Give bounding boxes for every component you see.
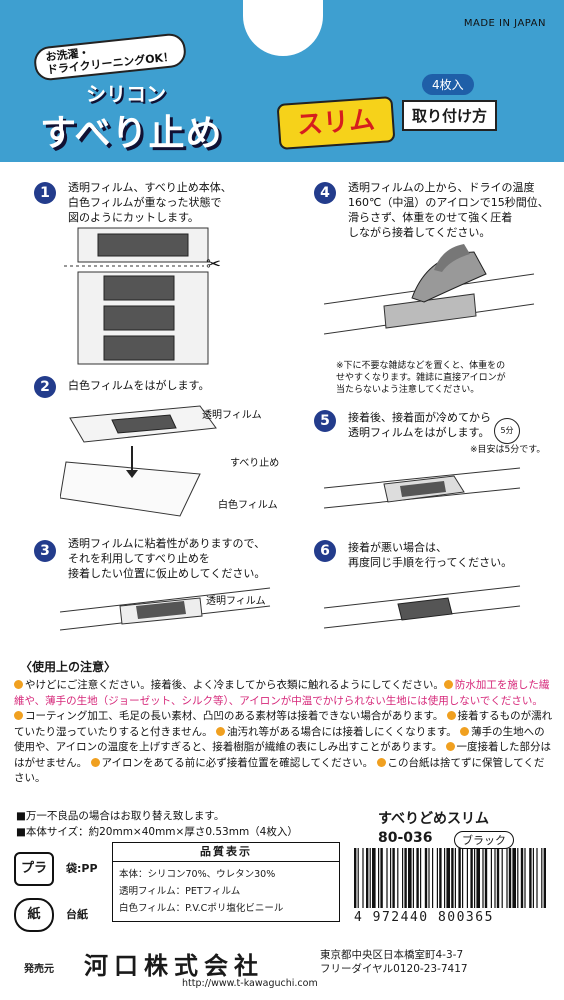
scissors-icon: ✂ bbox=[206, 254, 222, 275]
company-name: 河口株式会社 bbox=[84, 952, 264, 980]
size-note: ■本体サイズ：約20mm×40mm×厚さ0.53mm（4枚入） bbox=[16, 826, 298, 838]
step-2-text: 白色フィルムをはがします。 bbox=[68, 379, 210, 392]
bullet-icon bbox=[216, 726, 226, 736]
company-url[interactable]: http://www.t-kawaguchi.com bbox=[182, 978, 318, 989]
bullet-icon bbox=[14, 711, 23, 720]
note-1-warning: 防水加工を施した繊維や、薄手の生地（ジョーゼット、シルク等）、アイロンが中温でか… bbox=[14, 679, 550, 707]
note-8: この台紙は捨てずに保管してください。 bbox=[14, 756, 545, 785]
note-2: コーティング加工、毛足の長い素材、凸凹のある素材等は接着できない場合があります。 bbox=[25, 710, 444, 722]
step-3-number: 3 bbox=[34, 540, 56, 562]
barcode-image bbox=[354, 848, 546, 908]
step-2-label-pad: すべり止め bbox=[230, 458, 280, 469]
step-6-text: 接着が悪い場合は、 再度同じ手順を行ってください。 bbox=[348, 541, 513, 569]
product-name: すべりどめスリム bbox=[378, 811, 490, 827]
company-address: 東京都中央区日本橋室町4-3-7 フリーダイヤル0120-23-7417 bbox=[320, 949, 468, 975]
step-1-illustration bbox=[64, 227, 209, 365]
color-badge: ブラック bbox=[454, 831, 514, 849]
slim-badge: スリム bbox=[276, 96, 396, 150]
step-5-note: ※目安は5分です。 bbox=[470, 445, 546, 455]
step-1-text: 透明フィルム、すべり止め本体、 白色フィルムが重なった状態で 図のようにカットし… bbox=[68, 181, 232, 224]
step-2-illustration bbox=[60, 405, 217, 517]
timer-icon: 5分 bbox=[494, 418, 520, 444]
note-4: 油汚れ等がある場合には接着しにくくなります。 bbox=[227, 725, 457, 738]
note-7: アイロンをあてる前に必ず接着位置を確認してください。 bbox=[101, 756, 374, 769]
made-in-label: MADE IN JAPAN bbox=[463, 18, 546, 29]
note-5: 薄手の生地への使用や、アイロンの温度を上げすぎると、接着樹脂が繊維の表にしみ出す… bbox=[14, 725, 545, 754]
iron-icon bbox=[324, 244, 535, 335]
hang-hole bbox=[243, 0, 323, 56]
barcode-number: 4 972440 800365 bbox=[352, 910, 496, 925]
bullet-icon bbox=[445, 742, 455, 751]
step-5-text: 接着後、接着面が冷めてから 透明フィルムをはがします。 bbox=[348, 411, 491, 439]
bullet-icon bbox=[14, 680, 23, 689]
step-6-number: 6 bbox=[314, 540, 336, 562]
note-6: 一度接着した部分ははがせません。 bbox=[14, 741, 552, 769]
seller-label: 発売元 bbox=[24, 964, 54, 975]
bullet-icon bbox=[443, 680, 453, 689]
bullet-icon bbox=[90, 757, 100, 767]
quality-table: 品質表示 本体：シリコン70%、ウレタン30% 透明フィルム：PETフィルム 白… bbox=[112, 842, 340, 922]
quality-row: 白色フィルム：P.V.Cポリ塩化ビニール bbox=[119, 903, 284, 914]
note-3: 接着するものが濡れていたり湿っていたりすると付きません。 bbox=[14, 710, 553, 738]
note-1: やけどにご注意ください。接着後、よく冷ましてから衣類に触れるようにしてください。 bbox=[25, 679, 444, 691]
step-2-label-white: 白色フィルム bbox=[218, 500, 278, 511]
step-5-number: 5 bbox=[314, 410, 336, 432]
step-4-text: 透明フィルムの上から、ドライの温度 160℃（中温）のアイロンで15秒間位、 滑… bbox=[348, 181, 549, 239]
step-1-number: 1 bbox=[34, 182, 56, 204]
product-code: 80-036 bbox=[378, 830, 433, 846]
step-3-label-clear: 透明フィルム bbox=[206, 596, 266, 607]
step-3-text: 透明フィルムに粘着性がありますので、 それを利用してすべり止めを 接着したい位置… bbox=[68, 537, 266, 580]
step-2-label-clear: 透明フィルム bbox=[202, 410, 262, 421]
quality-row: 透明フィルム：PETフィルム bbox=[119, 886, 241, 897]
notes-title: 〈使用上の注意〉 bbox=[20, 660, 117, 674]
step-3-illustration bbox=[60, 587, 271, 631]
bullet-icon bbox=[446, 711, 456, 720]
notes-text: やけどにご注意ください。接着後、よく冷ましてから衣類に触れるようにしてください。… bbox=[14, 678, 554, 787]
bullet-icon bbox=[460, 726, 470, 736]
card-material: 台紙 bbox=[66, 908, 88, 921]
how-to-attach-label: 取り付け方 bbox=[402, 100, 498, 131]
step-4-number: 4 bbox=[314, 182, 336, 204]
count-badge: 4枚入 bbox=[422, 74, 474, 95]
paper-recycle-icon: 紙 bbox=[14, 898, 54, 932]
plastic-recycle-icon: プラ bbox=[14, 852, 54, 886]
step-5-illustration bbox=[324, 467, 521, 509]
replacement-note: ■万一不良品の場合はお取り替え致します。 bbox=[16, 810, 225, 822]
bullet-icon bbox=[376, 757, 386, 767]
header-banner: MADE IN JAPAN お洗濯・ ドライクリーニングOK！ シリコン すべり… bbox=[0, 0, 564, 162]
step-6-illustration bbox=[324, 585, 521, 629]
step-4-note: ※下に不要な雑誌などを置くと、体重をの せやすくなります。雑誌に直接アイロンが … bbox=[336, 361, 506, 395]
quality-title: 品質表示 bbox=[113, 843, 339, 862]
quality-row: 本体：シリコン70%、ウレタン30% bbox=[119, 869, 276, 880]
bag-material: 袋:PP bbox=[66, 862, 98, 875]
washable-bubble: お洗濯・ ドライクリーニングOK！ bbox=[32, 32, 188, 82]
step-2-number: 2 bbox=[34, 376, 56, 398]
title-line-2: すべり止め bbox=[40, 113, 223, 154]
title-line-1: シリコン bbox=[86, 82, 166, 106]
